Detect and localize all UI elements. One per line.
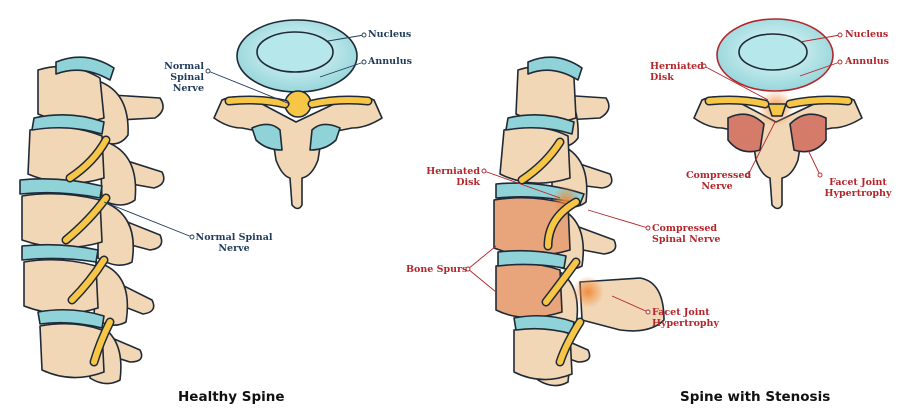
- label-nucleus-healthy: Nucleus: [368, 29, 412, 40]
- label-bone-spurs: Bone Spurs: [406, 264, 468, 275]
- label-facet-joint-hypertrophy-top: Facet Joint Hypertrophy: [824, 177, 892, 199]
- label-compressed-spinal-nerve: Compressed Spinal Nerve: [652, 223, 721, 245]
- label-nucleus-stenosis: Nucleus: [845, 29, 889, 40]
- stenosis-spine-side: [493, 56, 665, 387]
- title-spine-with-stenosis: Spine with Stenosis: [680, 389, 831, 405]
- title-healthy-spine: Healthy Spine: [178, 389, 285, 405]
- label-compressed-nerve-top: Compressed Nerve: [686, 170, 752, 192]
- label-facet-joint-hypertrophy-side: Facet Joint Hypertrophy: [652, 307, 719, 329]
- label-annulus-healthy: Annulus: [368, 56, 412, 67]
- stenosis-vertebra-top: [693, 18, 863, 210]
- leader-lines: [103, 32, 843, 315]
- label-normal-spinal-nerve-top: Normal Spinal Nerve: [164, 61, 204, 94]
- healthy-vertebra-top: [213, 19, 383, 210]
- label-normal-spinal-nerve-side: Normal Spinal Nerve: [195, 232, 273, 254]
- label-herniated-disk-side: Herniated Disk: [426, 166, 480, 188]
- label-herniated-disk-top: Herniated Disk: [650, 61, 704, 83]
- label-annulus-stenosis: Annulus: [845, 56, 889, 67]
- healthy-spine-side: [19, 56, 165, 385]
